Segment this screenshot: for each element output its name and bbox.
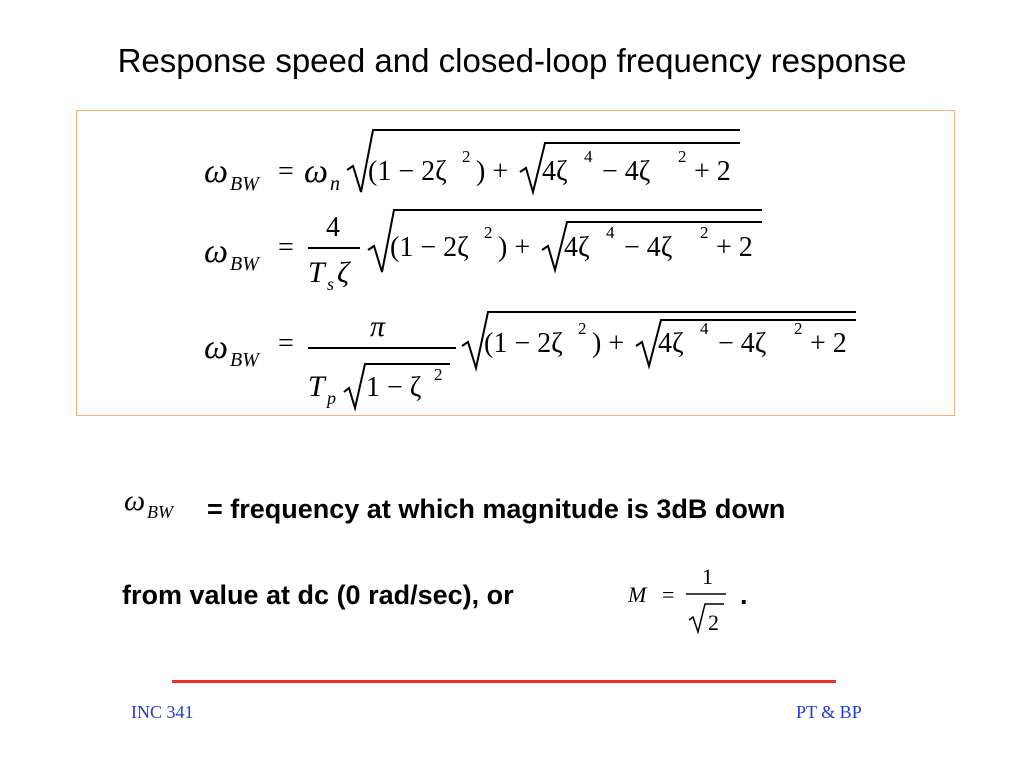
equals-sign: = <box>278 328 294 359</box>
footer-course-code: INC 341 <box>131 702 194 722</box>
omega-bw-symbol: ω <box>204 233 228 270</box>
definition-period: . <box>740 580 748 610</box>
radicand-part-d: + 2 <box>810 328 847 359</box>
radicand-part-b: 4ζ <box>542 156 568 187</box>
inner-sqrt-icon <box>519 142 740 196</box>
equals-sign: = <box>278 232 294 263</box>
equation-box <box>76 110 955 416</box>
footer-authors: PT & BP <box>796 702 862 722</box>
denominator-t: T <box>308 370 327 403</box>
n-subscript: n <box>330 173 340 195</box>
bw-subscript: BW <box>230 173 261 195</box>
radicand-part-c: − 4ζ <box>602 156 650 187</box>
bw-subscript: BW <box>230 253 261 275</box>
definition-line-1: = frequency at which magnitude is 3dB do… <box>207 494 786 524</box>
footer-rule <box>172 680 836 683</box>
m-denominator: 2 <box>708 610 719 635</box>
inner-sqrt-icon <box>635 319 856 370</box>
slide-title: Response speed and closed-loop frequency… <box>117 42 907 79</box>
omega-bw-def-symbol: ω <box>124 484 145 517</box>
radicand-part-a: (1 − 2ζ <box>368 156 447 187</box>
equation-1: ω BW = ω n (1 − 2ζ 2 ) + 4ζ 4 − 4ζ 2 + 2 <box>204 129 740 196</box>
denominator-s-subscript: s <box>327 274 334 294</box>
radicand-part-a-close: ) + <box>498 232 530 263</box>
radicand-part-c: − 4ζ <box>624 232 672 263</box>
radicand-part-b: 4ζ <box>564 232 590 263</box>
denominator-sqrt-icon <box>343 363 450 412</box>
exponent-c: 2 <box>678 147 687 166</box>
fraction-numerator: 4 <box>326 212 340 243</box>
exponent-a: 2 <box>484 223 493 242</box>
definition-symbol: ω BW <box>124 484 175 522</box>
denominator-radicand: 1 − ζ <box>366 372 421 403</box>
outer-sqrt-icon <box>461 311 856 372</box>
exponent-a: 2 <box>578 319 587 338</box>
exponent-b: 4 <box>606 223 615 242</box>
exponent-c: 2 <box>700 223 709 242</box>
exponent-b: 4 <box>584 147 593 166</box>
m-numerator: 1 <box>702 564 713 589</box>
fraction-numerator-pi: π <box>370 310 386 343</box>
m-sqrt-icon <box>688 603 724 635</box>
equation-2: ω BW = 4 T s ζ (1 − 2ζ 2 ) + 4ζ 4 − 4ζ 2… <box>204 209 762 294</box>
denominator-p-subscript: p <box>325 388 336 408</box>
radicand-part-a-close: ) + <box>592 328 624 359</box>
definition-line-2: from value at dc (0 rad/sec), or <box>122 580 514 610</box>
radicand-part-a: (1 − 2ζ <box>484 328 563 359</box>
omega-n-symbol: ω <box>304 153 328 190</box>
radicand-part-a-close: ) + <box>476 156 508 187</box>
radicand-part-c: − 4ζ <box>718 328 766 359</box>
m-expression: M = 1 2 <box>627 564 726 635</box>
inner-sqrt-icon <box>541 221 762 274</box>
bw-subscript: BW <box>230 349 261 371</box>
omega-bw-symbol: ω <box>204 329 228 366</box>
denominator-t: T <box>308 256 327 289</box>
equals-sign: = <box>278 156 294 187</box>
radicand-part-b: 4ζ <box>658 328 684 359</box>
denominator-zeta: ζ <box>337 256 351 289</box>
outer-sqrt-icon <box>346 129 740 193</box>
radicand-part-a: (1 − 2ζ <box>390 232 469 263</box>
omega-bw-symbol: ω <box>204 153 228 190</box>
denominator-exponent: 2 <box>434 365 443 384</box>
bw-def-subscript: BW <box>147 502 175 522</box>
equation-3: ω BW = π T p 1 − ζ 2 (1 − 2ζ 2 ) + 4ζ 4 … <box>204 310 856 412</box>
radicand-part-d: + 2 <box>694 156 731 187</box>
m-equals: = <box>662 582 674 607</box>
radicand-part-d: + 2 <box>716 232 753 263</box>
exponent-b: 4 <box>700 319 709 338</box>
m-symbol: M <box>627 582 648 607</box>
exponent-c: 2 <box>794 319 803 338</box>
exponent-a: 2 <box>462 147 471 166</box>
outer-sqrt-icon <box>367 209 762 273</box>
